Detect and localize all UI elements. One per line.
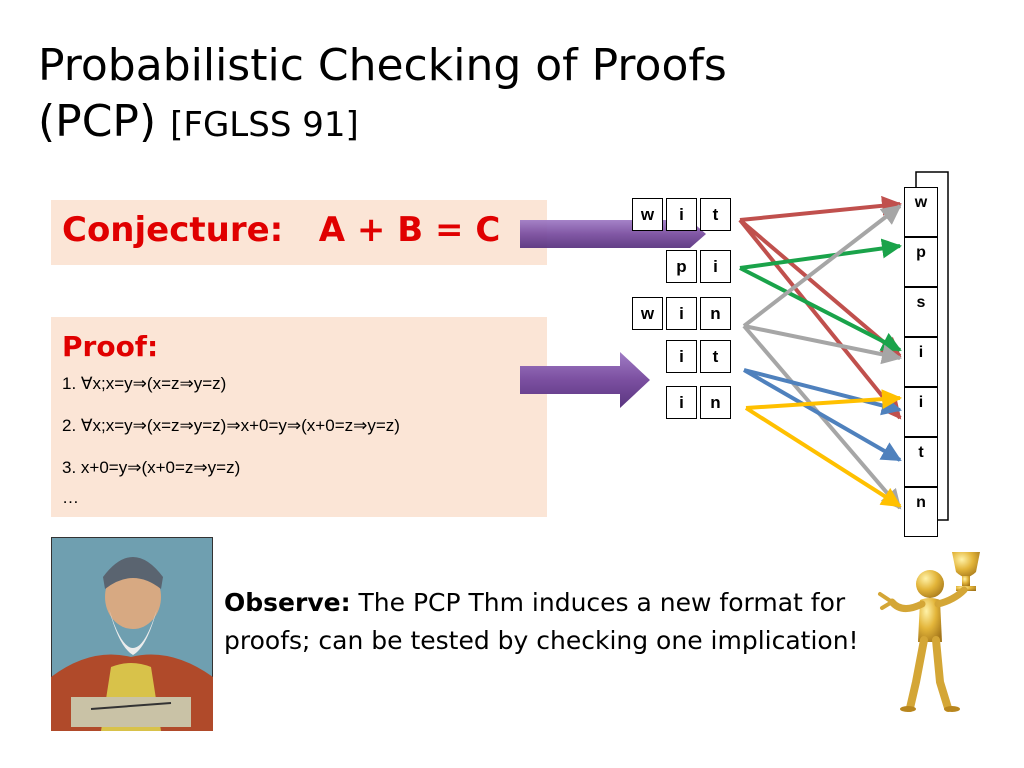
proof-line-1: 1. ∀x;x=y⇒(x=z⇒y=z): [62, 374, 227, 393]
yellow-line-1: [745, 389, 902, 410]
observe-text: The PCP Thm induces a new format for pro…: [224, 588, 859, 655]
proof-string-cell-5: i: [904, 387, 938, 437]
proof-box: [51, 317, 547, 517]
query-2-cell-1: p: [666, 250, 697, 283]
proof-title: Proof:: [62, 330, 159, 363]
query-4-cell-1: i: [666, 340, 697, 373]
gray-line-1: [742, 204, 902, 328]
proof-string-cell-2: p: [904, 237, 938, 287]
proof-line-3: 3. x+0=y⇒(x+0=z⇒y=z): [62, 458, 241, 477]
yellow-line-2: [744, 406, 902, 508]
conjecture-box: [51, 200, 547, 265]
proof-arrow: [520, 352, 650, 408]
proof-string-cell-1: w: [904, 187, 938, 237]
query-4-cell-2: t: [700, 340, 731, 373]
query-3-cell-2: i: [666, 297, 697, 330]
conjecture-text: Conjecture: A + B = C: [62, 210, 501, 250]
blue-line-1: [743, 368, 902, 416]
red-line-2: [738, 218, 902, 358]
gold-figure-with-trophy: [878, 552, 980, 712]
proof-string-cell-6: t: [904, 437, 938, 487]
title-citation: [FGLSS 91]: [170, 105, 359, 145]
proof-string-cell-4: i: [904, 337, 938, 387]
green-line-2: [739, 266, 902, 352]
red-line-3: [738, 218, 902, 420]
green-line-1: [739, 238, 902, 270]
proof-line-ellipsis: …: [62, 488, 79, 507]
observe-label: Observe:: [224, 588, 351, 617]
proof-line-2: 2. ∀x;x=y⇒(x=z⇒y=z)⇒x+0=y⇒(x+0=z⇒y=z): [62, 416, 400, 435]
query-3-cell-3: n: [700, 297, 731, 330]
proof-string-cell-7: n: [904, 487, 938, 537]
query-1-cell-1: w: [632, 198, 663, 231]
query-1-cell-3: t: [700, 198, 731, 231]
query-1-cell-2: i: [666, 198, 697, 231]
blue-line-2: [743, 368, 902, 462]
observe-statement: Observe: The PCP Thm induces a new forma…: [224, 584, 864, 660]
query-5-cell-2: n: [700, 386, 731, 419]
query-5-cell-1: i: [666, 386, 697, 419]
query-2-cell-2: i: [700, 250, 731, 283]
query-3-cell-1: w: [632, 297, 663, 330]
title-line-2: (PCP): [38, 96, 157, 147]
slide-title: Probabilistic Checking of Proofs (PCP) […: [38, 38, 727, 153]
euclid-portrait: [51, 537, 213, 731]
gray-line-2: [743, 324, 902, 365]
proof-string-cell-3: s: [904, 287, 938, 337]
title-line-1: Probabilistic Checking of Proofs: [38, 40, 727, 91]
red-line-1: [739, 195, 902, 222]
